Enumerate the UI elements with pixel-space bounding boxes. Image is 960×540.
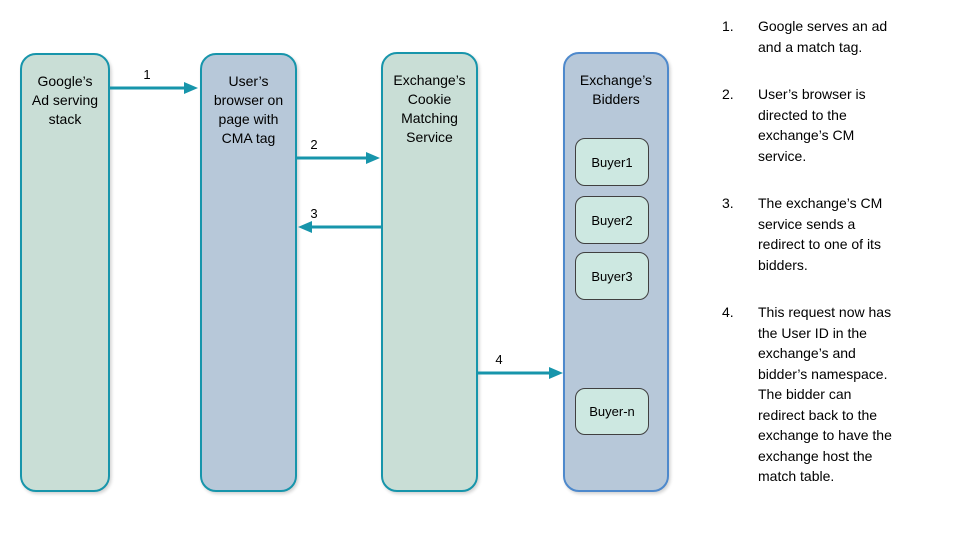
note-number: 1. (722, 18, 734, 34)
buyer-n-label: Buyer-n (589, 404, 635, 419)
arrow-1 (110, 82, 198, 94)
buyer2-label: Buyer2 (591, 212, 633, 228)
arrow-4-label: 4 (495, 352, 503, 367)
note-text: This request now has the User ID in the … (758, 304, 892, 484)
note-text: The exchange’s CM service sends a redire… (758, 195, 883, 273)
note-item-4: 4. This request now has the User ID in t… (722, 302, 950, 487)
note-item-2: 2. User’s browser is directed to the exc… (722, 84, 950, 166)
note-item-1: 1. Google serves an ad and a match tag. (722, 16, 950, 57)
arrow-4 (478, 367, 563, 379)
buyer1-label: Buyer1 (591, 154, 633, 170)
node-label: Exchange’s Cookie Matching Service (393, 72, 466, 145)
note-text: Google serves an ad and a match tag. (758, 18, 888, 55)
buyer2-box: Buyer2 (575, 196, 649, 244)
arrow-2-label: 2 (310, 137, 318, 152)
node-exchange-bidders: Exchange’s Bidders Buyer1 Buyer2 Buyer3 … (563, 52, 669, 492)
note-text: User’s browser is directed to the exchan… (758, 86, 866, 164)
arrow-3 (298, 221, 381, 233)
node-exchange-cm-service: Exchange’s Cookie Matching Service (381, 52, 478, 492)
node-label: Exchange’s Bidders (579, 72, 653, 107)
arrow-1-label: 1 (143, 67, 151, 82)
note-number: 3. (722, 195, 734, 211)
node-user-browser: User’s browser on page with CMA tag (200, 53, 297, 492)
buyer3-box: Buyer3 (575, 252, 649, 300)
arrow-3-label: 3 (310, 206, 318, 221)
buyer3-label: Buyer3 (591, 268, 633, 284)
note-number: 2. (722, 86, 734, 102)
note-item-3: 3. The exchange’s CM service sends a red… (722, 193, 950, 275)
node-label: User’s browser on page with CMA tag (213, 73, 284, 146)
node-label: Google’s Ad serving stack (31, 73, 99, 127)
node-google-ad-stack: Google’s Ad serving stack (20, 53, 110, 492)
buyer-n-box: Buyer-n (575, 388, 649, 435)
buyer1-box: Buyer1 (575, 138, 649, 186)
note-number: 4. (722, 304, 734, 320)
arrow-2 (297, 152, 380, 164)
notes-list: 1. Google serves an ad and a match tag. … (722, 16, 950, 514)
